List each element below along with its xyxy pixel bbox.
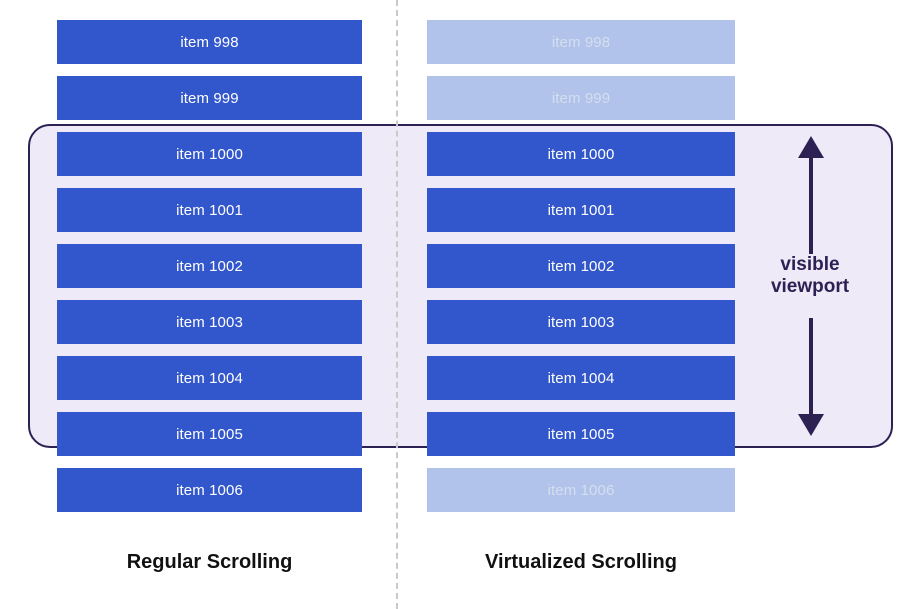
list-item-label: item 999 (180, 89, 239, 107)
list-item-label: item 1000 (176, 145, 243, 163)
list-item-label: item 1001 (547, 201, 615, 219)
list-item-label: item 1001 (176, 201, 243, 219)
list-item: item 999 (427, 76, 735, 120)
arrow-shaft-top (809, 154, 813, 254)
viewport-extent-arrow: visible viewport (771, 136, 849, 436)
list-item: item 1000 (57, 132, 362, 176)
arrow-down-icon (798, 414, 824, 436)
list-item: item 1003 (57, 300, 362, 344)
list-item-label: item 1005 (176, 425, 243, 443)
list-item-label: item 1006 (547, 481, 615, 499)
arrow-shaft-bottom (809, 318, 813, 418)
list-item-label: item 1003 (176, 313, 243, 331)
list-item: item 1006 (427, 468, 735, 512)
list-item: item 1004 (427, 356, 735, 400)
list-item-label: item 998 (180, 33, 239, 51)
list-item: item 1001 (427, 188, 735, 232)
list-item: item 1001 (57, 188, 362, 232)
viewport-label-line1: visible (780, 254, 840, 275)
list-item: item 1005 (427, 412, 735, 456)
list-item-label: item 1002 (176, 257, 243, 275)
list-item: item 999 (57, 76, 362, 120)
list-item-label: item 1002 (547, 257, 615, 275)
list-item-label: item 1000 (547, 145, 615, 163)
list-item-label: item 1005 (547, 425, 615, 443)
list-item: item 998 (427, 20, 735, 64)
list-item-label: item 1004 (176, 369, 243, 387)
viewport-label: visible viewport (745, 254, 875, 299)
list-item-label: item 998 (551, 33, 611, 51)
list-item-label: item 1003 (547, 313, 615, 331)
column-divider (396, 0, 398, 609)
list-item-label: item 999 (551, 89, 611, 107)
list-item-label: item 1004 (547, 369, 615, 387)
caption-regular-scrolling: Regular Scrolling (126, 551, 293, 573)
viewport-label-line2: viewport (770, 276, 850, 298)
list-item: item 1004 (57, 356, 362, 400)
list-item: item 1002 (427, 244, 735, 288)
list-item: item 1002 (57, 244, 362, 288)
list-item: item 1000 (427, 132, 735, 176)
caption-virtualized-scrolling: Virtualized Scrolling (485, 551, 677, 573)
list-item: item 998 (57, 20, 362, 64)
list-item: item 1005 (57, 412, 362, 456)
list-item-label: item 1006 (176, 481, 243, 499)
arrow-up-icon (798, 136, 824, 158)
list-item: item 1006 (57, 468, 362, 512)
list-item: item 1003 (427, 300, 735, 344)
